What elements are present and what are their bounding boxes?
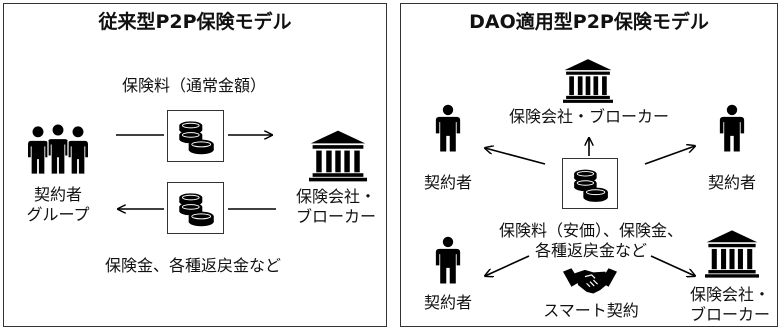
person-icon — [435, 236, 461, 286]
contractor-tr-label: 契約者 — [707, 173, 756, 192]
payout-label: 保険金、各種返戻金など — [105, 256, 282, 275]
bottom-insurer-line1: 保険会社・ — [689, 285, 770, 304]
payout-coins-box — [167, 182, 224, 234]
traditional-model-panel: 従来型P2P保険モデル 保険料（通常金額） 契約者 グループ 保険会社・ ブロー… — [3, 3, 387, 327]
bank-icon — [309, 130, 367, 182]
bank-icon — [705, 230, 759, 278]
arrow-to-br — [650, 255, 695, 276]
right-title: DAO適用型P2P保険モデル — [469, 11, 709, 33]
group-label-line1: 契約者 — [33, 185, 82, 204]
coins-icon — [173, 187, 219, 229]
arrow-to-bl — [485, 255, 530, 276]
top-insurer-label: 保険会社・ブローカー — [508, 107, 669, 126]
center-label-line2: 各種返戻金など — [534, 241, 647, 260]
group-label-line2: グループ — [26, 205, 90, 224]
arrow-to-tr — [644, 146, 695, 165]
premium-label: 保険料（通常金額） — [122, 76, 267, 95]
handshake-icon — [563, 264, 617, 296]
right-flow-arrows — [401, 4, 779, 328]
insurer-label-line2: ブローカー — [295, 207, 376, 226]
group-people-icon — [28, 124, 88, 176]
arrow-to-tl — [485, 148, 546, 165]
bottom-insurer-line2: ブローカー — [689, 305, 770, 324]
smart-contract-label: スマート契約 — [543, 301, 639, 320]
coins-icon — [173, 115, 219, 157]
insurer-label-line1: 保険会社・ — [295, 187, 376, 206]
contractor-bl-label: 契約者 — [423, 293, 472, 312]
premium-coins-box — [167, 110, 224, 162]
center-label-line1: 保険料（安価）、保険金、 — [498, 221, 683, 240]
coins-icon — [568, 163, 613, 205]
contractor-tl-label: 契約者 — [423, 173, 472, 192]
left-title: 従来型P2P保険モデル — [98, 11, 292, 33]
left-flow-arrows — [116, 4, 276, 328]
center-coins-box — [562, 158, 618, 209]
dao-model-panel: DAO適用型P2P保険モデル 保険会社・ブローカー 契約者 契約者 保険料（安価… — [400, 3, 778, 327]
